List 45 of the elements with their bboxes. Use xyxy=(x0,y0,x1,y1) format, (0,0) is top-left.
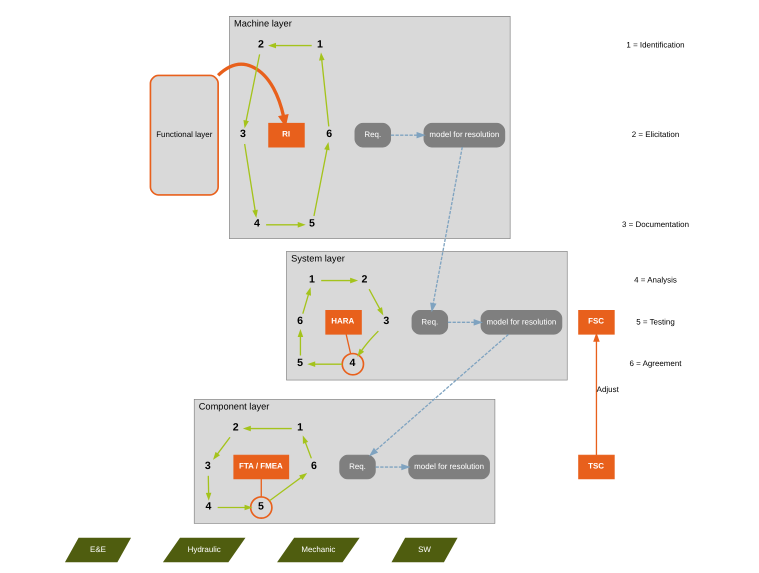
node-text: 6 xyxy=(326,128,332,140)
arrow xyxy=(302,287,310,314)
arrow xyxy=(302,435,312,459)
node-text: 4 xyxy=(205,500,211,512)
arrow xyxy=(297,329,303,356)
node-text: 1 xyxy=(308,273,314,286)
node-text: 1 xyxy=(296,421,303,434)
node-text: 6 xyxy=(310,460,316,472)
node-text: 3 xyxy=(240,128,246,140)
arrow xyxy=(390,132,426,138)
arrow xyxy=(268,42,312,48)
arrow xyxy=(320,278,358,284)
arrow xyxy=(242,426,292,432)
arrow xyxy=(447,319,482,326)
arrow xyxy=(356,330,378,357)
arrow xyxy=(430,147,462,312)
node-circle: 4 xyxy=(340,352,364,376)
arrow xyxy=(266,222,306,228)
arrow xyxy=(368,288,383,316)
node-text: 2 xyxy=(232,421,238,434)
node-text: 2 xyxy=(257,38,264,50)
node-text: 3 xyxy=(382,315,389,328)
arrow xyxy=(318,52,329,126)
node-text: 2 xyxy=(360,273,367,286)
arrow xyxy=(368,334,508,456)
arrow xyxy=(243,144,258,218)
arrow xyxy=(217,504,252,510)
arrow xyxy=(216,62,288,128)
node-circle: 5 xyxy=(249,496,272,519)
arrow xyxy=(312,142,330,216)
node-text: 1 xyxy=(316,38,322,50)
arrow xyxy=(205,476,211,501)
arrow xyxy=(242,54,260,128)
node-text: 6 xyxy=(296,315,303,328)
connector xyxy=(260,479,262,497)
node-text: 5 xyxy=(308,218,314,230)
node-text: 3 xyxy=(204,460,210,472)
arrow xyxy=(592,332,600,456)
arrow xyxy=(306,361,342,367)
connector xyxy=(345,334,351,354)
node-text: 5 xyxy=(296,357,303,370)
node-text: 4 xyxy=(253,218,260,230)
arrow xyxy=(375,464,410,470)
arrow xyxy=(268,472,307,502)
arrow xyxy=(212,436,230,460)
